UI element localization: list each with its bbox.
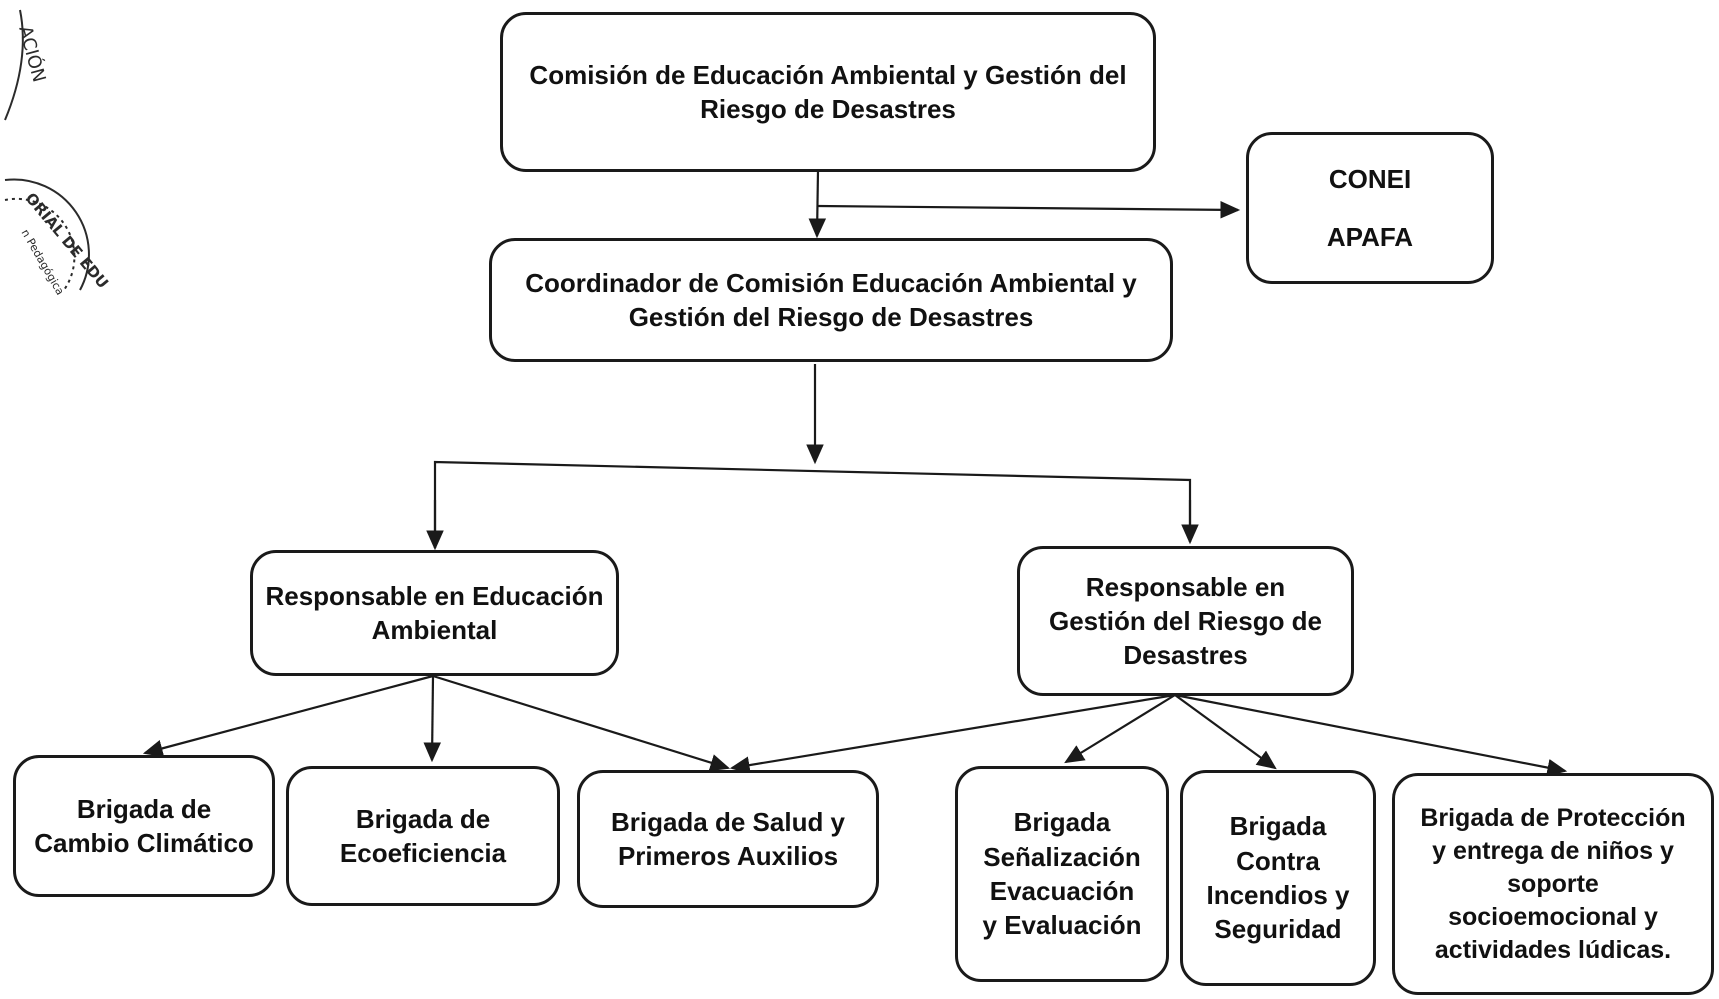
node-brigada-proteccion: Brigada de Protección y entrega de niños… <box>1392 773 1714 995</box>
node-brigada-senal-line-1: Brigada <box>1013 807 1111 838</box>
node-brigada-senal-line-3: Evacuación <box>989 876 1135 906</box>
node-conei-apafa: CONEI APAFA <box>1246 132 1494 284</box>
arrow-riesgo-proteccion <box>1174 693 1568 777</box>
node-comision-line-1: Comisión de Educación Ambiental y Gestió… <box>529 59 1127 90</box>
stamp-seal-icon: ACIÓN ORIAL DE EDU n Pedagógica <box>4 9 110 297</box>
split-bar <box>433 460 1192 548</box>
node-resp-riesgo-line-1: Responsable en <box>1085 571 1286 602</box>
node-conei-label: CONEI <box>1328 163 1412 194</box>
node-brigada-incendios-line-1: Brigada <box>1229 811 1327 842</box>
arrow-ambiental-ecoeficiencia <box>423 675 442 763</box>
node-resp-ambiental-line-1: Responsable en Educación <box>265 580 604 611</box>
node-brigada-prot-line-1: Brigada de Protección <box>1420 803 1686 832</box>
node-brigada-salud-line-1: Brigada de Salud y <box>610 806 846 837</box>
node-brigada-ecoeficiencia: Brigada de Ecoeficiencia <box>286 766 560 906</box>
node-brigada-senal-line-4: y Evaluación <box>982 910 1142 941</box>
node-brigada-eco-line-2: Ecoeficiencia <box>339 838 507 868</box>
node-brigada-senalizacion: Brigada Señalización Evacuación y Evalua… <box>955 766 1169 982</box>
arrow-riesgo-senalizacion <box>1064 694 1176 764</box>
node-coordinador-line-1: Coordinador de Comisión Educación Ambien… <box>525 267 1137 298</box>
arrow-ambiental-salud <box>432 674 731 772</box>
node-brigada-incendios-line-4: Seguridad <box>1214 914 1342 945</box>
node-responsable-ambiental: Responsable en Educación Ambiental <box>250 550 619 676</box>
node-apafa-label: APAFA <box>1326 222 1414 252</box>
node-brigada-eco-line-1: Brigada de <box>355 803 491 834</box>
node-brigada-cambio-climatico: Brigada de Cambio Climático <box>13 755 275 897</box>
node-brigada-prot-line-4: socioemocional y <box>1448 902 1658 931</box>
node-brigada-prot-line-2: y entrega de niños y <box>1432 836 1674 865</box>
node-comision: Comisión de Educación Ambiental y Gestió… <box>500 12 1156 172</box>
node-comision-line-2: Riesgo de Desastres <box>700 94 956 124</box>
node-resp-ambiental-line-2: Ambiental <box>371 615 498 645</box>
node-brigada-prot-line-5: actividades lúdicas. <box>1434 935 1672 964</box>
node-resp-riesgo-line-3: Desastres <box>1123 640 1248 671</box>
arrow-riesgo-incendios <box>1174 694 1277 770</box>
arrow-riesgo-salud <box>729 693 1176 774</box>
node-brigada-cambio-line-1: Brigada de <box>76 793 212 824</box>
node-brigada-cambio-line-2: Cambio Climático <box>34 828 254 858</box>
node-responsable-riesgo: Responsable en Gestión del Riesgo de Des… <box>1017 546 1354 696</box>
node-brigada-salud: Brigada de Salud y Primeros Auxilios <box>577 770 879 908</box>
node-brigada-senal-line-2: Señalización <box>983 841 1141 872</box>
node-brigada-salud-line-2: Primeros Auxilios <box>617 841 839 871</box>
arrow-comision-conei <box>817 201 1241 219</box>
node-brigada-incendios: Brigada Contra Incendios y Seguridad <box>1180 770 1376 986</box>
node-coordinador-line-2: Gestión del Riesgo de Desastres <box>628 302 1034 332</box>
node-brigada-prot-line-3: soporte <box>1507 869 1599 898</box>
node-coordinador: Coordinador de Comisión Educación Ambien… <box>489 238 1173 362</box>
node-brigada-incendios-line-3: Incendios y <box>1206 880 1350 910</box>
node-resp-riesgo-line-2: Gestión del Riesgo de <box>1048 605 1323 636</box>
arrow-comision-coordinador <box>808 169 827 239</box>
arrow-ambiental-cambio <box>142 674 434 757</box>
node-brigada-incendios-line-2: Contra <box>1236 845 1320 876</box>
